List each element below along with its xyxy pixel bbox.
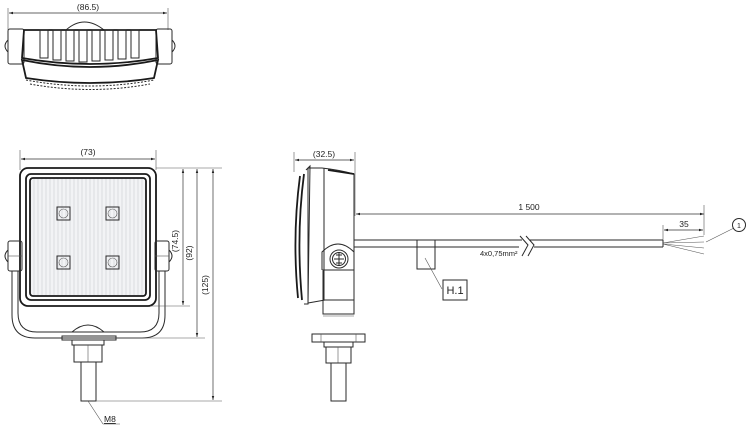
front-view: [4, 150, 222, 425]
body-height-label: (92): [184, 245, 194, 260]
top-view: [4, 8, 176, 90]
thread-label: M8: [104, 414, 116, 424]
cable-length-label: 1 500: [518, 202, 540, 212]
depth-label: (32.5): [313, 149, 335, 159]
callout-number: 1: [737, 223, 741, 230]
strip-length-label: 35: [679, 219, 689, 229]
tag-label: H.1: [446, 285, 463, 297]
front-width-label: (73): [80, 147, 95, 157]
overall-height-label: (125): [200, 275, 210, 295]
cable-spec-label: 4x0,75mm²: [480, 249, 518, 258]
lens-height-label: (74.5): [170, 230, 180, 252]
top-width-label: (86.5): [77, 2, 99, 12]
led-array: [56, 206, 120, 270]
side-view: [293, 152, 746, 402]
